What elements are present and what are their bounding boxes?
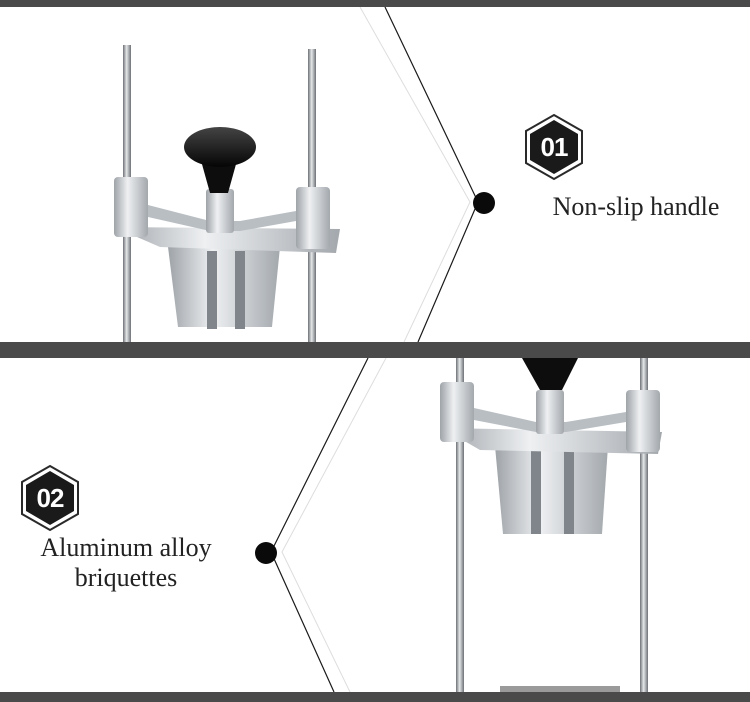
product-image-briquettes [255, 358, 662, 692]
hexagon-badge-icon: 02 [20, 464, 80, 532]
product-image-handle [114, 7, 495, 342]
feature-label-line1: Aluminum alloy [40, 533, 212, 562]
feature-number: 02 [36, 482, 65, 513]
feature-label: Aluminum alloy briquettes [20, 533, 232, 593]
feature-panel-2: 02 Aluminum alloy briquettes [0, 358, 750, 692]
feature-label-line2: briquettes [74, 563, 178, 592]
feature-panel-1: 01 Non-slip handle [0, 7, 750, 342]
bullet-dot-icon [255, 542, 277, 564]
bottom-band [0, 692, 750, 702]
bullet-dot-icon [473, 192, 495, 214]
feature-number: 01 [540, 131, 569, 162]
hexagon-badge-icon: 01 [524, 113, 584, 181]
top-band [0, 0, 750, 7]
divider-band [0, 342, 750, 358]
feature-label: Non-slip handle [552, 192, 720, 221]
